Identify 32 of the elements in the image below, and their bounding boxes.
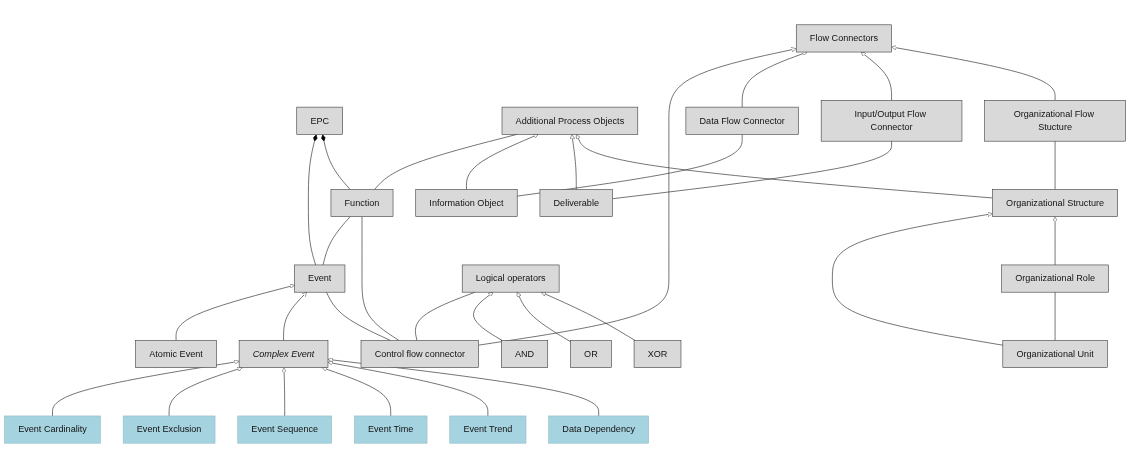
connector [361,216,400,341]
node-box: Organizational Role [1001,264,1109,293]
node-box: Event Exclusion [122,415,216,444]
node-box: Input/Output Flow Connector [820,100,963,142]
connector [1054,291,1056,341]
node-box: Complex Event [238,340,329,368]
node-box: Flow Connectors [795,24,892,53]
node-box: Atomic Event [135,340,217,368]
node-box: XOR [633,340,682,368]
node-box: Control flow connector [360,340,479,368]
node-box: Event Cardinality [4,415,101,444]
node-box: OR [570,340,612,368]
node-box: Logical operators [461,264,560,293]
node-box: Data Flow Connector [685,106,799,135]
node-box: Organizational Structure [992,189,1118,217]
node-box: EPC [296,106,343,135]
node-box: Deliverable [539,189,613,217]
connector [322,216,351,266]
node-box: Organizational Flow Stucture [984,100,1126,142]
connector [612,140,892,200]
node-box: Event [294,264,346,293]
node-box: AND [501,340,549,368]
node-box: Organizational Unit [1002,340,1108,368]
node-box: Data Dependency [548,415,649,444]
connector [1054,140,1056,190]
node-box: Information Object [415,189,518,217]
node-box: Event Time [354,415,428,444]
node-box: Additional Process Objects [501,106,639,135]
node-box: Event Trend [449,415,527,444]
node-box: Function [330,189,394,217]
connector [326,291,391,341]
node-box: Event Sequence [237,415,332,444]
